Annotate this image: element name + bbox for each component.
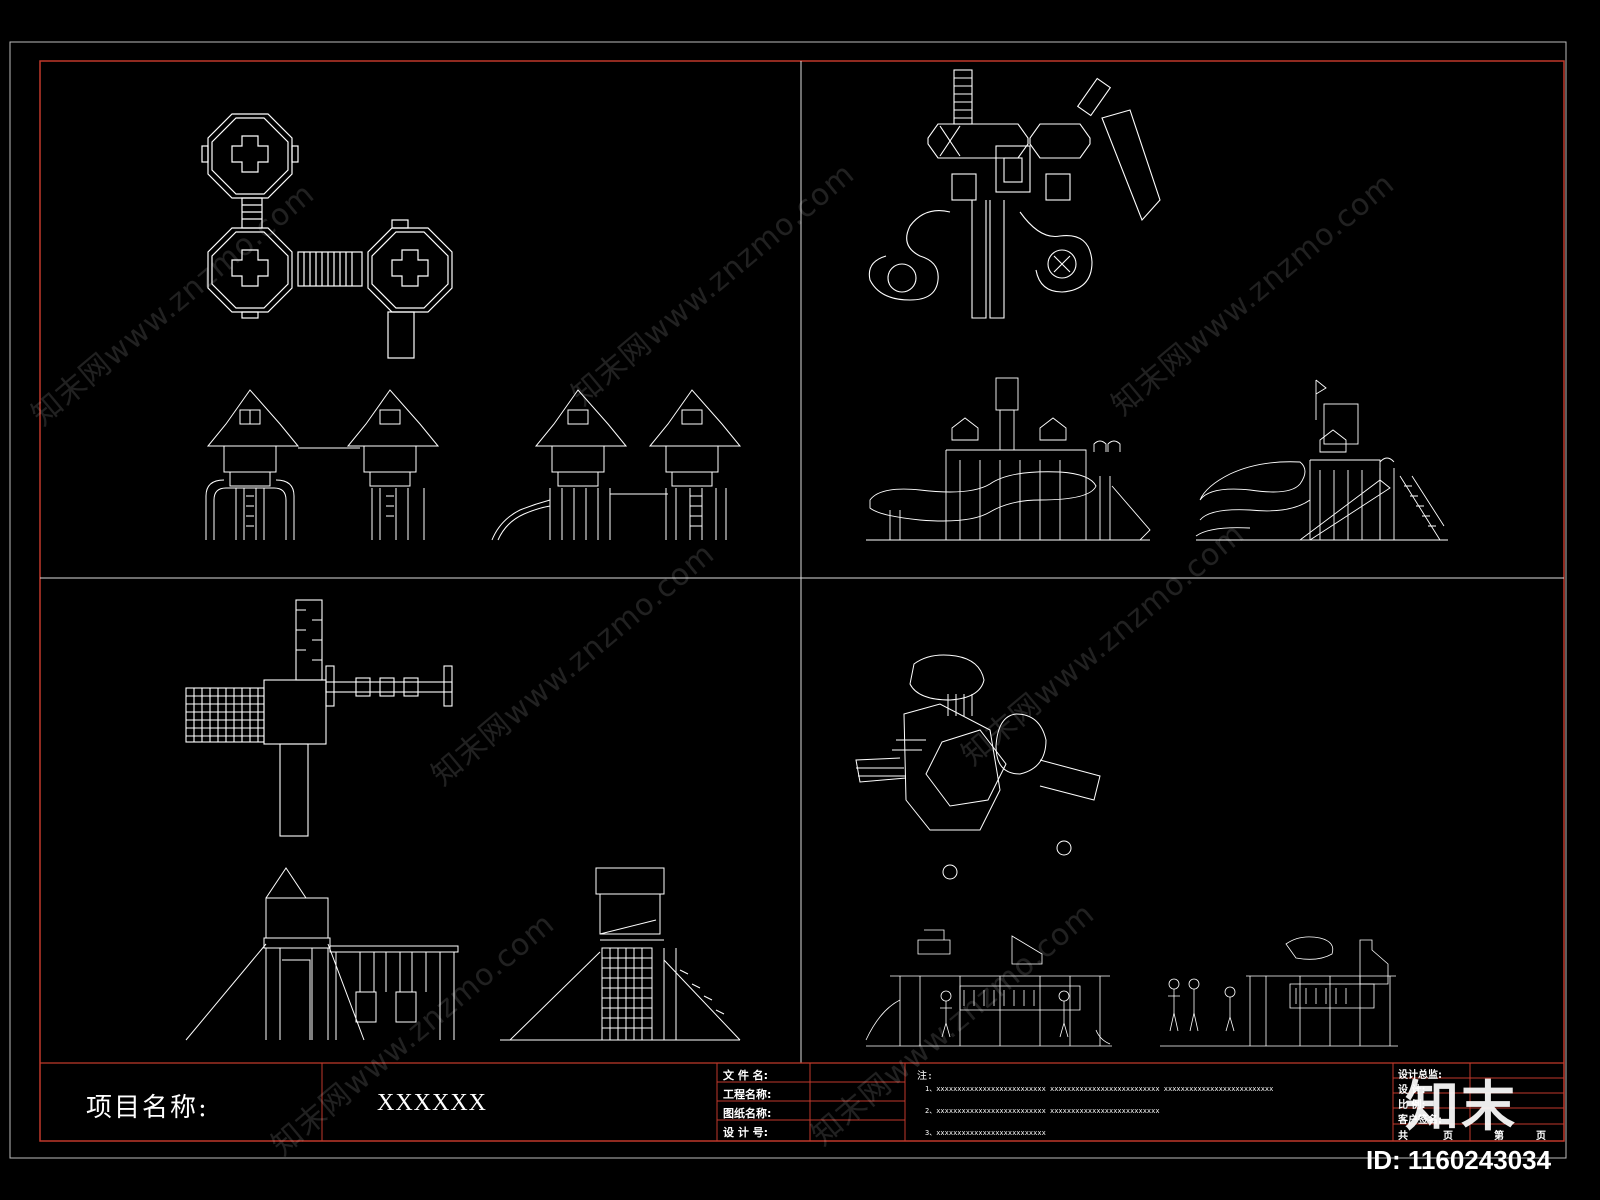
q1-plan-view [201,113,453,359]
sheet-label: 第 [1494,1131,1504,1142]
image-id: ID: 1160243034 [1366,1145,1552,1175]
znzmo-logo: 知末 [1405,1075,1517,1138]
sheet-page-label: 页 [1536,1131,1546,1142]
q3-elevation-2 [500,867,741,1041]
scale-label: 比 例: [1398,1100,1426,1111]
q4-elevation-2 [1160,936,1398,1047]
file-name-label: 文 件 名: [723,1069,769,1082]
drawing-name-label: 图纸名称: [723,1107,772,1120]
total-label: 共 [1398,1131,1408,1142]
q2-elevation-1 [866,377,1151,541]
q1-elevation-1 [205,389,440,540]
design-number-label: 设 计 号: [723,1126,769,1139]
sheet-frame [39,60,1565,1142]
project-name-value: XXXXXX [377,1090,487,1116]
designer-label: 设 计: [1398,1085,1426,1096]
note-line-3: 3、xxxxxxxxxxxxxxxxxxxxxxxxxx [925,1129,1046,1137]
total-page-label: 页 [1443,1131,1453,1142]
q3-plan-view [185,599,453,837]
q1-elevation-2 [491,389,742,541]
project-name-label: 项目名称: [86,1093,209,1123]
outer-border [9,41,1567,1159]
q2-plan-view [868,69,1161,319]
notes-header: 注: [917,1071,934,1082]
note-line-2: 2、xxxxxxxxxxxxxxxxxxxxxxxxxx xxxxxxxxxxx… [925,1107,1160,1115]
q2-elevation-2 [1195,379,1448,541]
q3-elevation-1 [185,867,459,1041]
q4-elevation-1 [865,929,1112,1047]
note-line-1: 1、xxxxxxxxxxxxxxxxxxxxxxxxxx xxxxxxxxxxx… [925,1085,1274,1093]
client-sign-label: 客户签名: [1398,1115,1442,1126]
project-title-label: 工程名称: [723,1088,772,1101]
q4-plan-view [855,654,1101,880]
design-director-label: 设计总监: [1398,1070,1442,1081]
